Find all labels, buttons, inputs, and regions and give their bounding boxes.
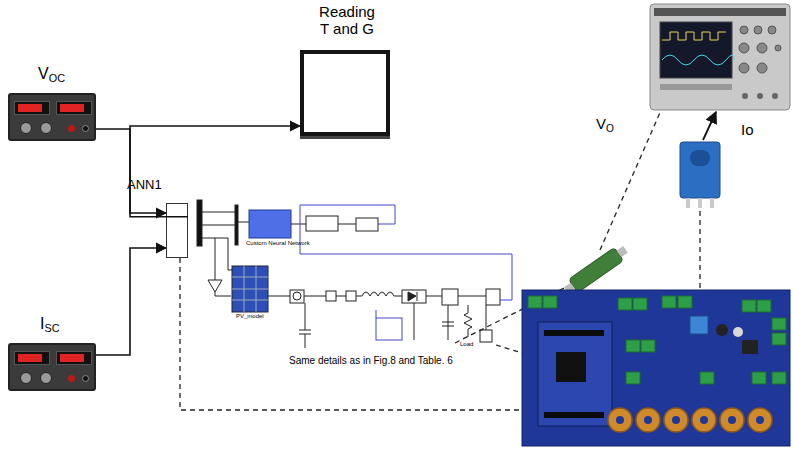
connector-arrow (96, 248, 166, 355)
knob (40, 122, 52, 134)
subscript: O (606, 123, 614, 134)
control-block (376, 318, 402, 340)
capacitor (716, 324, 728, 336)
dashed-link (699, 202, 700, 300)
small-block (346, 291, 356, 301)
monitor: Reading T and G (300, 50, 390, 136)
terminal (82, 125, 89, 132)
diode-symbol (408, 292, 416, 301)
potentiometer (690, 316, 708, 334)
led-digits (18, 354, 42, 362)
demux-bar (197, 200, 202, 246)
toroid-inductors (608, 408, 772, 432)
load-resistor-symbol (464, 305, 472, 337)
simulink-model (197, 200, 512, 348)
dashed-link (600, 108, 662, 250)
dashed-link (180, 258, 533, 410)
led-digits (60, 104, 84, 112)
terminal-blocks (528, 296, 786, 384)
power-supply: VOC (8, 93, 96, 141)
note-text: Same details as in Fig.8 and Table. 6 (289, 355, 453, 366)
knob (40, 372, 52, 384)
capacitor (733, 327, 743, 337)
signal-label: Io (741, 122, 754, 139)
terminal (68, 125, 75, 132)
pv-panel (232, 266, 268, 312)
connector-arrow (96, 129, 166, 213)
mux-block: ANN1 (166, 203, 188, 258)
control-board (522, 290, 790, 446)
small-block (480, 330, 492, 342)
small-block (486, 289, 500, 305)
current-sensor (680, 142, 720, 208)
signal-label: VO (596, 116, 614, 133)
sensor-block (290, 290, 304, 303)
controller-module (538, 322, 612, 426)
capacitor-symbol (299, 330, 311, 331)
sensor-circle (293, 292, 301, 300)
power-supply: ISC (8, 343, 96, 391)
capacitor-symbol (442, 322, 454, 323)
gain-block (208, 280, 222, 292)
led-digits (18, 104, 42, 112)
terminal (68, 375, 75, 382)
block-label: Custom Neural Network (246, 240, 310, 247)
inductor-symbol (362, 292, 394, 296)
node-label: VOC (38, 65, 98, 83)
node-label: ANN1 (127, 178, 187, 192)
small-block (326, 291, 336, 301)
knob (20, 372, 32, 384)
power-resistor (562, 243, 630, 297)
knob (20, 122, 32, 134)
led-digits (60, 354, 84, 362)
block-label: Load (460, 341, 473, 348)
terminal (82, 375, 89, 382)
node-label: ISC (40, 315, 100, 333)
bus-bar (235, 205, 238, 245)
oscilloscope (650, 4, 790, 110)
subscript: SC (44, 322, 59, 334)
small-block (442, 289, 458, 305)
neural-network-block (249, 210, 291, 238)
subscript: OC (49, 72, 65, 84)
diode-block (402, 290, 426, 303)
current-arrow (703, 112, 716, 140)
mosfet (742, 340, 758, 354)
subsystem-block (356, 218, 378, 231)
block-label: PV_model (236, 313, 264, 320)
subsystem-block (306, 216, 338, 231)
node-label: Reading T and G (318, 4, 376, 37)
connector-arrow (130, 126, 300, 217)
